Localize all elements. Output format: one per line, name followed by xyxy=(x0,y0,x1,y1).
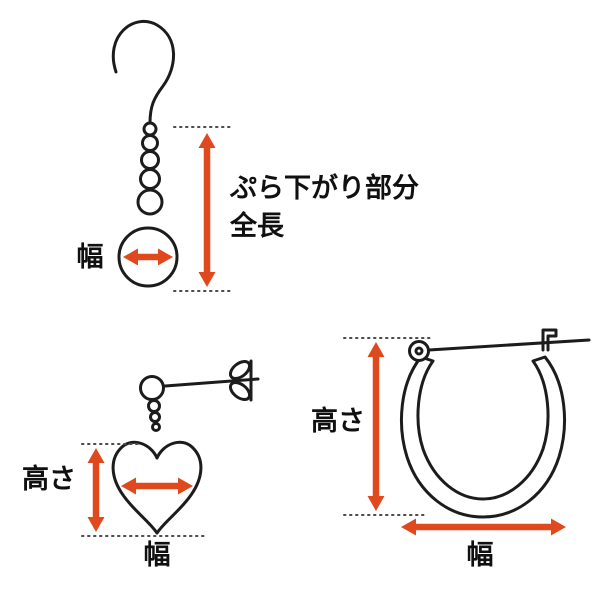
label-heart-width: 幅 xyxy=(144,540,171,571)
ring-width-arrow-head xyxy=(158,248,173,266)
ring-width-arrow xyxy=(123,248,173,266)
stud-ball xyxy=(139,375,165,401)
label-ring-width: 幅 xyxy=(77,242,104,273)
bead xyxy=(136,188,164,216)
heart-width-arrow xyxy=(121,477,193,495)
ear-hook-wire xyxy=(111,19,176,125)
bead xyxy=(141,134,159,152)
connector-loop xyxy=(142,121,158,137)
hoop-hinge xyxy=(408,340,430,362)
dangle-length-arrow xyxy=(198,133,216,287)
bead xyxy=(139,168,161,190)
ring-charm xyxy=(117,226,179,288)
heart-height-arrow xyxy=(87,448,105,532)
heart-width-arrow-head xyxy=(178,477,193,495)
hoop-pin xyxy=(411,338,591,353)
label-dangle-length-line2: 全長 xyxy=(229,210,285,242)
heart-height-arrow-head xyxy=(87,448,105,463)
dangle-length-arrow-head xyxy=(198,133,216,148)
heart-height-arrow-head xyxy=(87,517,105,532)
bead xyxy=(151,422,161,432)
hoop-earring-illustration xyxy=(399,328,591,519)
hoop-height-arrow-head xyxy=(367,496,385,511)
hoop-width-arrow-head xyxy=(551,518,566,536)
label-hoop-height: 高さ xyxy=(311,405,365,437)
bead xyxy=(147,399,161,413)
butterfly-clutch-wing xyxy=(228,360,252,380)
hoop-latch xyxy=(541,328,558,352)
bead xyxy=(149,411,161,423)
label-heart-height: 高さ xyxy=(22,463,76,495)
butterfly-clutch-wing xyxy=(228,381,252,401)
label-dangle-length-line1: ぷら下がり部分 xyxy=(229,172,419,204)
dangle-length-arrow-head xyxy=(198,272,216,287)
stud-post xyxy=(150,377,260,389)
hoop-height-arrow xyxy=(367,342,385,511)
ring-width-arrow-head xyxy=(123,248,138,266)
hook-dangle-earring-illustration xyxy=(111,19,179,288)
hoop-height-arrow-head xyxy=(367,342,385,357)
heart-stud-earring-illustration xyxy=(111,359,260,535)
hoop-body xyxy=(399,355,567,519)
hoop-width-arrow-head xyxy=(401,518,416,536)
hoop-hinge-pin-hole xyxy=(414,346,424,356)
hoop-width-arrow xyxy=(401,518,566,536)
heart-width-arrow-head xyxy=(121,477,136,495)
bead xyxy=(140,150,160,170)
label-hoop-width: 幅 xyxy=(467,540,494,571)
